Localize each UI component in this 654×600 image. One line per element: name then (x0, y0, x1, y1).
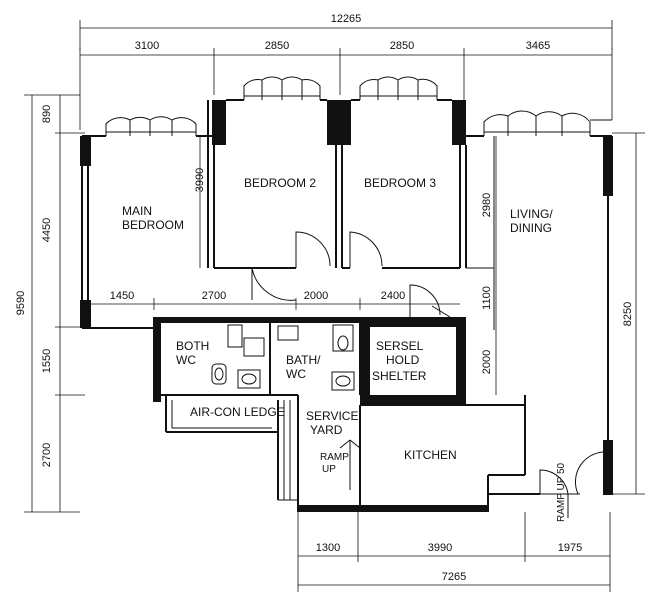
ramp-up-label-1: RAMP (320, 452, 349, 463)
bedroom-3-label: BEDROOM 3 (364, 176, 436, 190)
bath-wc-1-label-1: BOTH (176, 339, 209, 353)
top-dimension-1: 3100 (135, 40, 159, 52)
top-dimension-2: 2850 (265, 40, 289, 52)
windows (105, 76, 612, 136)
aircon-ledge-outline (165, 395, 298, 501)
top-dimension-lines (79, 20, 613, 130)
inner-dimension-2000-v: 2000 (481, 350, 493, 374)
left-dimension-lines (24, 94, 85, 513)
inner-dimension-lines (82, 136, 497, 395)
top-dimension-3: 2850 (390, 40, 414, 52)
interior-walls (207, 100, 495, 330)
household-shelter-label-2: HOLD (386, 353, 420, 367)
inner-dimension-1100: 1100 (481, 286, 493, 310)
left-total-dimension: 9590 (15, 291, 27, 315)
right-dimension-lines (612, 132, 645, 495)
outer-walls (80, 99, 613, 512)
bath-wc-2-label-2: WC (286, 367, 306, 381)
left-dimension-1: 890 (41, 105, 53, 123)
top-dimension-4: 3465 (526, 40, 550, 52)
inner-dimension-3990: 3990 (194, 168, 206, 192)
bottom-dimension-1: 1300 (316, 542, 340, 554)
left-dimension-2: 4450 (41, 218, 53, 242)
inner-dimension-2700: 2700 (202, 290, 226, 302)
bottom-dimension-2: 3990 (428, 542, 452, 554)
service-yard-label-1: SERVICE (306, 409, 358, 423)
inner-dimension-2400: 2400 (381, 290, 405, 302)
bath-wc-2-label-1: BATH/ (286, 353, 321, 367)
living-dining-label-1: LIVING/ (510, 207, 553, 221)
kitchen-label: KITCHEN (404, 448, 457, 462)
inner-dimension-2000: 2000 (304, 290, 328, 302)
bedroom-2-label: BEDROOM 2 (244, 176, 316, 190)
household-shelter-label-1: SERSEL (376, 339, 424, 353)
bottom-dimension-3: 1975 (558, 542, 582, 554)
main-bedroom-label-1: MAIN (122, 204, 152, 218)
bottom-dimension-lines (297, 512, 611, 592)
left-dimension-3: 1550 (41, 349, 53, 373)
bath-wc-1-label-2: WC (176, 353, 196, 367)
household-shelter-label-3: SHELTER (372, 369, 427, 383)
ramp-up-label-2: UP (322, 464, 336, 475)
main-bedroom-label-2: BEDROOM (122, 218, 184, 232)
bottom-total-dimension: 7265 (442, 571, 466, 583)
bathroom-block (153, 284, 466, 405)
ramp-up-50-label: RAMP UP 50 (556, 462, 567, 522)
service-yard-label-2: YARD (310, 423, 343, 437)
aircon-ledge-label: AIR-CON LEDGE (190, 405, 285, 419)
top-total-dimension: 12265 (331, 13, 362, 25)
service-yard-fixtures (339, 405, 609, 518)
living-dining-label-2: DINING (510, 221, 552, 235)
left-dimension-4: 2700 (41, 443, 53, 467)
inner-dimension-2980: 2980 (481, 193, 493, 217)
inner-dimension-1450: 1450 (110, 290, 134, 302)
right-total-dimension: 8250 (622, 302, 634, 326)
